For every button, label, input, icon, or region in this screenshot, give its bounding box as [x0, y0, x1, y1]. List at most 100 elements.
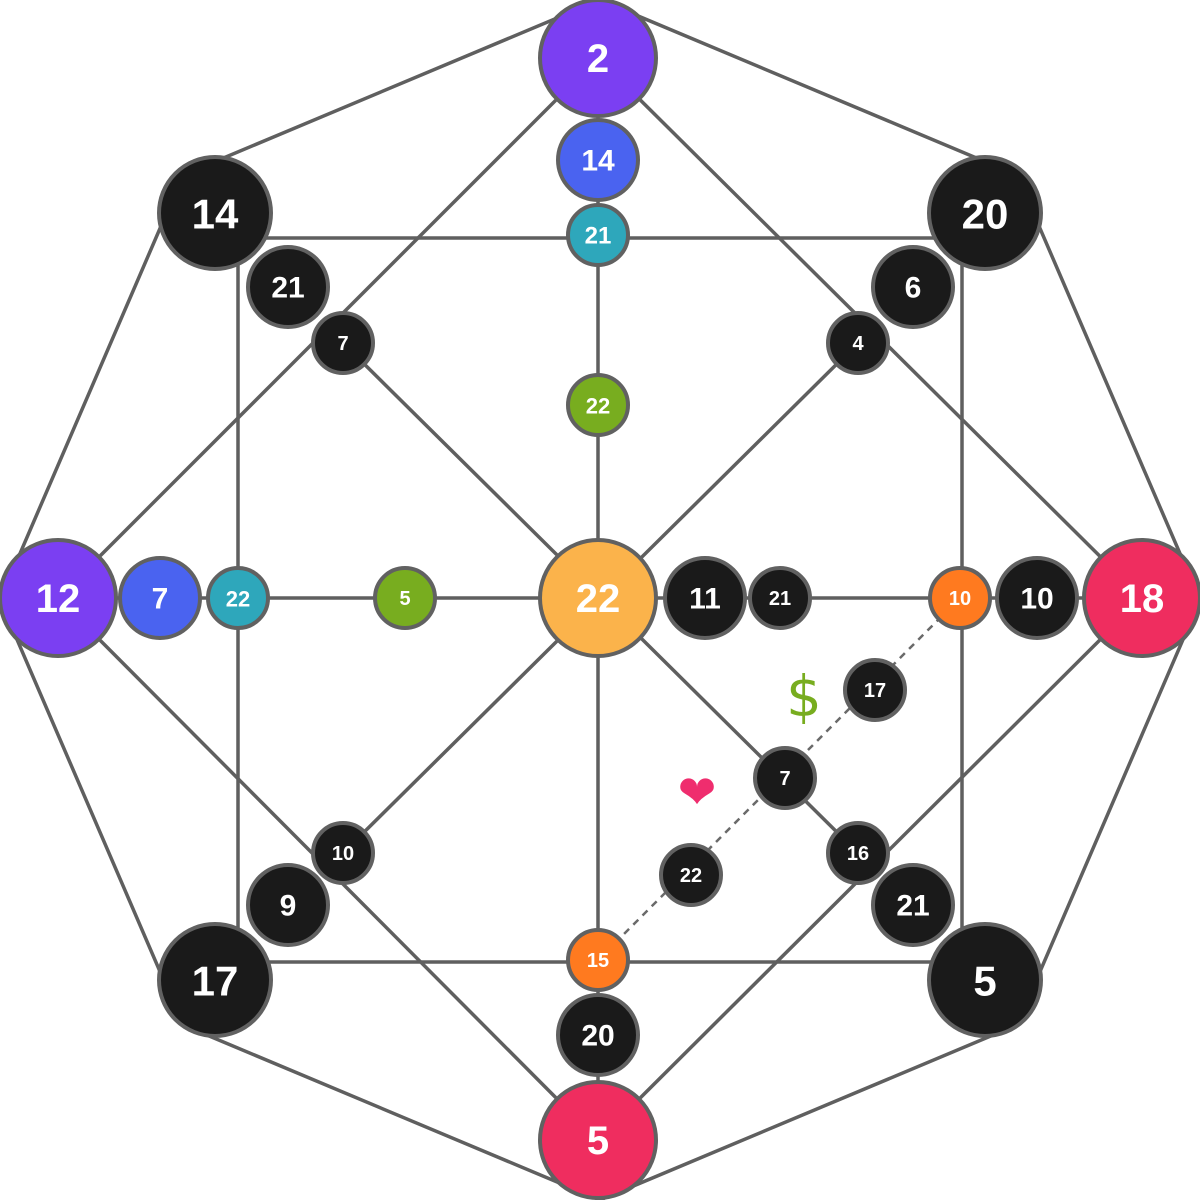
node-diag-mid: 7 — [753, 746, 817, 810]
node-circle — [927, 922, 1043, 1038]
node-label: 7 — [779, 768, 790, 790]
node-circle — [663, 556, 747, 640]
node-circle — [118, 556, 202, 640]
node-circle — [556, 118, 640, 202]
node-dashed-upper: 17 — [843, 658, 907, 722]
node-circle — [566, 203, 630, 267]
node-label: 12 — [36, 577, 81, 621]
node-label: 14 — [192, 191, 239, 238]
node-left-mid: 5 — [373, 566, 437, 630]
node-bottom-left-inner: 9 — [246, 863, 330, 947]
node-right-inner: 10 — [995, 556, 1079, 640]
node-circle — [538, 0, 658, 118]
node-left-square: 22 — [206, 566, 270, 630]
node-left-inner: 7 — [118, 556, 202, 640]
node-dashed-lower: 22 — [659, 843, 723, 907]
node-circle — [538, 1080, 658, 1200]
node-circle — [659, 843, 723, 907]
node-circle — [566, 928, 630, 992]
node-circle — [556, 993, 640, 1077]
node-label: 22 — [226, 587, 250, 612]
node-top-right-inner: 6 — [871, 245, 955, 329]
node-right-square: 10 — [928, 566, 992, 630]
node-bottom-right-corner: 5 — [927, 922, 1043, 1038]
node-label: 9 — [280, 890, 297, 923]
node-circle — [826, 821, 890, 885]
node-label: 6 — [905, 272, 922, 305]
node-label: 21 — [271, 272, 304, 305]
node-circle — [826, 311, 890, 375]
node-circle — [157, 155, 273, 271]
node-label: 5 — [973, 958, 996, 1005]
node-circle — [311, 821, 375, 885]
node-circle — [0, 538, 118, 658]
node-label: 5 — [587, 1119, 609, 1163]
node-right-mid-b: 21 — [748, 566, 812, 630]
node-top-left-inner: 21 — [246, 245, 330, 329]
node-label: 14 — [581, 145, 615, 178]
node-circle — [246, 245, 330, 329]
node-circle — [995, 556, 1079, 640]
node-label: 15 — [587, 950, 609, 972]
node-label: 7 — [337, 333, 348, 355]
node-bottom-square: 15 — [566, 928, 630, 992]
node-circle — [871, 245, 955, 329]
node-bottom: 5 — [538, 1080, 658, 1200]
node-circle — [927, 155, 1043, 271]
node-circle — [928, 566, 992, 630]
node-label: 20 — [581, 1020, 614, 1053]
node-circle — [843, 658, 907, 722]
node-label: 21 — [585, 223, 612, 250]
node-circle — [748, 566, 812, 630]
node-top-left-corner: 14 — [157, 155, 273, 271]
node-circle — [373, 566, 437, 630]
node-label: 22 — [680, 865, 702, 887]
node-label: 21 — [769, 588, 791, 610]
dollar-icon: $ — [786, 665, 822, 730]
node-label: 10 — [949, 588, 971, 610]
node-circle — [1082, 538, 1200, 658]
node-circle — [753, 746, 817, 810]
node-bottom-left-corner: 17 — [157, 922, 273, 1038]
node-top: 2 — [538, 0, 658, 118]
node-label: 18 — [1120, 577, 1165, 621]
node-label: 11 — [689, 583, 721, 616]
node-label: 10 — [332, 843, 354, 865]
node-label: 22 — [576, 577, 621, 621]
node-left: 12 — [0, 538, 118, 658]
node-circle — [871, 863, 955, 947]
node-top-inner: 14 — [556, 118, 640, 202]
node-circle — [157, 922, 273, 1038]
node-top-left-cross: 7 — [311, 311, 375, 375]
node-right-mid-a: 11 — [663, 556, 747, 640]
node-label: 5 — [399, 588, 410, 610]
node-circle — [311, 311, 375, 375]
node-label: 17 — [864, 680, 886, 702]
node-top-mid: 22 — [566, 373, 630, 437]
node-label: 20 — [962, 191, 1009, 238]
node-label: 7 — [152, 583, 169, 616]
node-bottom-right-inner: 21 — [871, 863, 955, 947]
heart-icon: ❤ — [678, 765, 717, 819]
node-bottom-right-cross: 16 — [826, 821, 890, 885]
node-top-right-cross: 4 — [826, 311, 890, 375]
node-label: 17 — [192, 958, 239, 1005]
node-circle — [566, 373, 630, 437]
node-circle — [206, 566, 270, 630]
node-circle — [246, 863, 330, 947]
node-center: 22 — [538, 538, 658, 658]
node-circle — [538, 538, 658, 658]
node-label: 10 — [1020, 583, 1053, 616]
node-top-square: 21 — [566, 203, 630, 267]
node-label: 21 — [896, 890, 929, 923]
node-label: 22 — [586, 394, 610, 419]
node-label: 16 — [847, 843, 869, 865]
node-label: 4 — [852, 333, 864, 355]
node-bottom-inner: 20 — [556, 993, 640, 1077]
node-top-right-corner: 20 — [927, 155, 1043, 271]
node-right: 18 — [1082, 538, 1200, 658]
node-bottom-left-cross: 10 — [311, 821, 375, 885]
